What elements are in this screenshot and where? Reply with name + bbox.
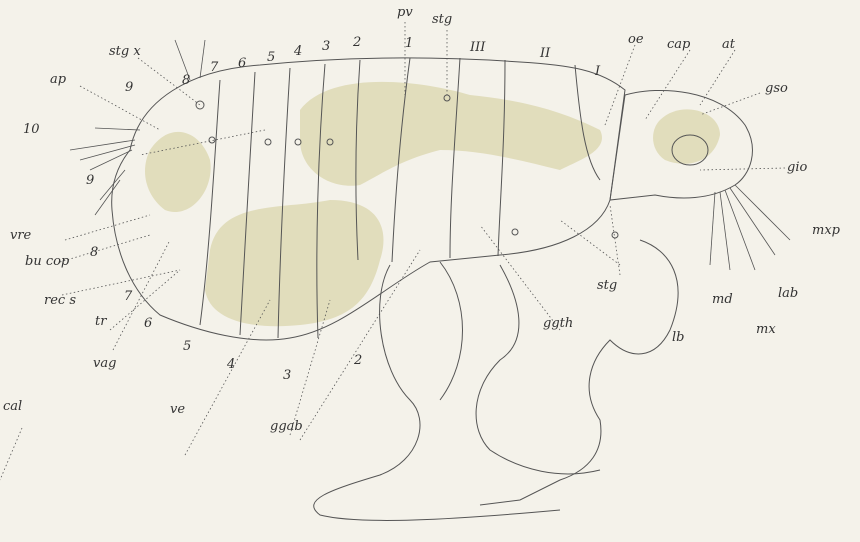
label-ve: ve <box>170 403 185 416</box>
label-at: at <box>722 38 735 51</box>
mouthparts <box>710 185 790 270</box>
label-ap: ap <box>50 73 66 86</box>
middle-leg <box>476 265 600 474</box>
head-ganglion <box>653 109 720 163</box>
label-stg-top: stg <box>432 13 452 26</box>
ventral-organ <box>145 132 211 212</box>
segment-label-4-top: 4 <box>294 45 302 58</box>
label-lb: lb <box>672 331 684 344</box>
segment-label-7-left: 7 <box>124 290 132 303</box>
segment-label-9-upper: 9 <box>125 81 133 94</box>
label-oe: oe <box>628 33 644 46</box>
segment-label-1-top: 1 <box>405 37 413 50</box>
segment-label-7-top: 7 <box>210 61 218 74</box>
segment-label-6-left: 6 <box>144 317 152 330</box>
segment-label-10: 10 <box>23 123 40 136</box>
thorax-label-III: III <box>470 41 485 54</box>
label-pv: pv <box>397 6 413 19</box>
label-mx: mx <box>756 323 776 336</box>
label-vre: vre <box>10 229 31 242</box>
label-lab: lab <box>778 287 798 300</box>
label-cal: cal <box>3 400 22 413</box>
label-gso: gso <box>765 82 788 95</box>
thorax-label-II: II <box>540 47 550 60</box>
segment-label-5-top: 5 <box>267 51 275 64</box>
label-mxp: mxp <box>812 224 840 237</box>
label-gio: gio <box>787 161 807 174</box>
segment-label-4-bottom: 4 <box>227 358 235 371</box>
label-vag: vag <box>93 357 116 370</box>
segment-label-2-top: 2 <box>353 36 361 49</box>
segment-label-8-top: 8 <box>182 74 190 87</box>
label-ggab: ggab <box>270 420 303 433</box>
segment-label-2-bottom: 2 <box>354 354 362 367</box>
front-leg <box>480 240 678 505</box>
segment-label-9-lower: 9 <box>86 174 94 187</box>
thorax-label-I: I <box>595 65 600 78</box>
label-rec-s: rec s <box>44 294 76 307</box>
label-ggth: ggth <box>543 317 573 330</box>
segment-label-3-top: 3 <box>322 40 330 53</box>
segment-label-5-bottom: 5 <box>183 340 191 353</box>
label-cap: cap <box>667 38 690 51</box>
label-stg-mid: stg <box>597 279 617 292</box>
segment-label-8-left: 8 <box>90 246 98 259</box>
label-bu-cop: bu cop <box>25 255 69 268</box>
segment-label-3-bottom: 3 <box>283 369 291 382</box>
segment-label-6-top: 6 <box>238 57 246 70</box>
label-stg-x: stg x <box>109 45 141 58</box>
hind-femur <box>440 262 463 400</box>
gut-organ <box>300 82 602 186</box>
label-md: md <box>712 293 733 306</box>
label-tr: tr <box>95 315 106 328</box>
